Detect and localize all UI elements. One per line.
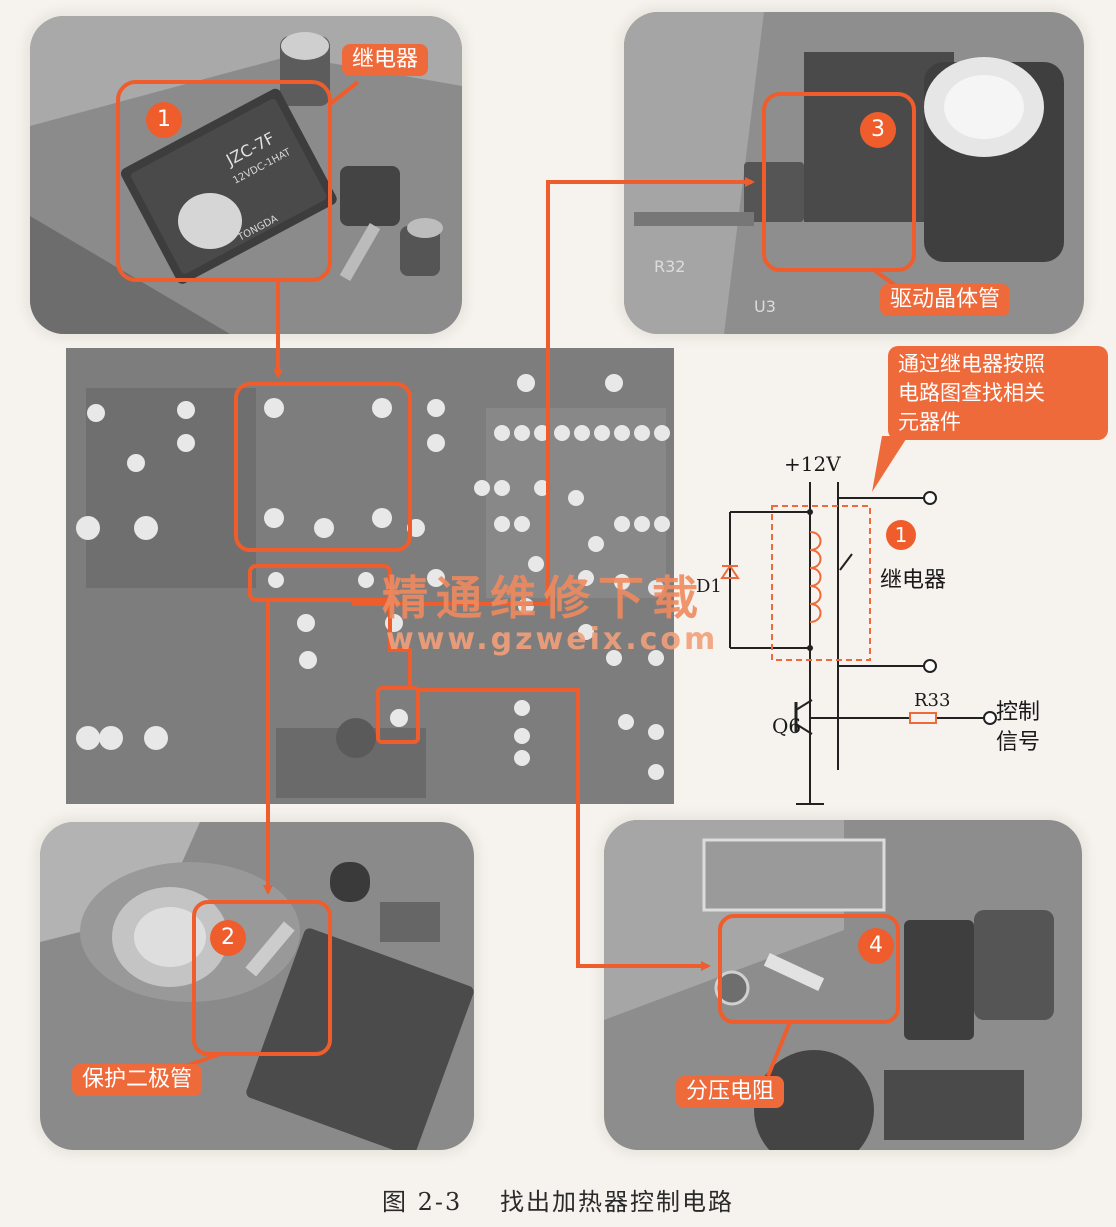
- relay-label: 继电器: [342, 44, 429, 76]
- diode-photo: [40, 822, 474, 1150]
- watermark-title: 精通维修下载: [382, 571, 706, 625]
- svg-text:R32: R32: [654, 257, 685, 276]
- transistor-label-tail: [872, 268, 898, 288]
- resistor-label: R33: [914, 690, 951, 711]
- transistor-label: Q6: [772, 714, 802, 738]
- marker-3: 3: [860, 112, 896, 148]
- watermark-url: www.gzweix.com: [386, 622, 719, 657]
- marker-2: 2: [210, 920, 246, 956]
- figure-caption: 图 2-3 找出加热器控制电路: [0, 1182, 1116, 1217]
- figure-title: 找出加热器控制电路: [499, 1188, 734, 1216]
- resistor-label-tail: [766, 1021, 792, 1077]
- control-signal-line-2: 信号: [996, 730, 1041, 755]
- relay-schematic: [720, 482, 997, 805]
- relay-photo-box: [116, 80, 332, 282]
- diode-label: D1: [696, 576, 722, 597]
- marker-1: 1: [146, 102, 182, 138]
- drive-transistor-label: 驱动晶体管: [880, 284, 1011, 316]
- diode-photo-box: [192, 900, 332, 1056]
- resistor-photo-box: [718, 914, 900, 1024]
- transistor-photo-panel: R32 U3: [624, 12, 1084, 334]
- transistor-photo: R32 U3: [624, 12, 1084, 334]
- diode-board-box: [248, 564, 392, 602]
- arrow-transistor: [352, 177, 755, 606]
- figure-number: 图 2-3: [382, 1188, 463, 1216]
- control-signal-line-1: 控制: [996, 700, 1041, 725]
- protect-diode-label: 保护二极管: [72, 1064, 203, 1096]
- supply-label: +12V: [784, 452, 841, 476]
- transistor-photo-box: [762, 92, 916, 272]
- hint-line-3: 元器件: [898, 410, 961, 434]
- relay-label-tail: [328, 80, 360, 106]
- divider-resistor-label: 分压电阻: [676, 1076, 785, 1108]
- arrow-resistor: [418, 688, 711, 971]
- hint-callout: 通过继电器按照 电路图查找相关 元器件: [888, 346, 1108, 440]
- schematic-relay-label: 继电器: [880, 568, 947, 593]
- svg-text:U3: U3: [754, 297, 776, 316]
- schematic-marker-1: 1: [886, 520, 916, 550]
- callout-pointer: [872, 436, 908, 492]
- resistor-board-box: [376, 686, 420, 744]
- hint-line-2: 电路图查找相关: [898, 381, 1045, 405]
- relay-board-box: [234, 382, 412, 552]
- diode-photo-panel: [40, 822, 474, 1150]
- hint-line-1: 通过继电器按照: [898, 352, 1045, 376]
- marker-4: 4: [858, 928, 894, 964]
